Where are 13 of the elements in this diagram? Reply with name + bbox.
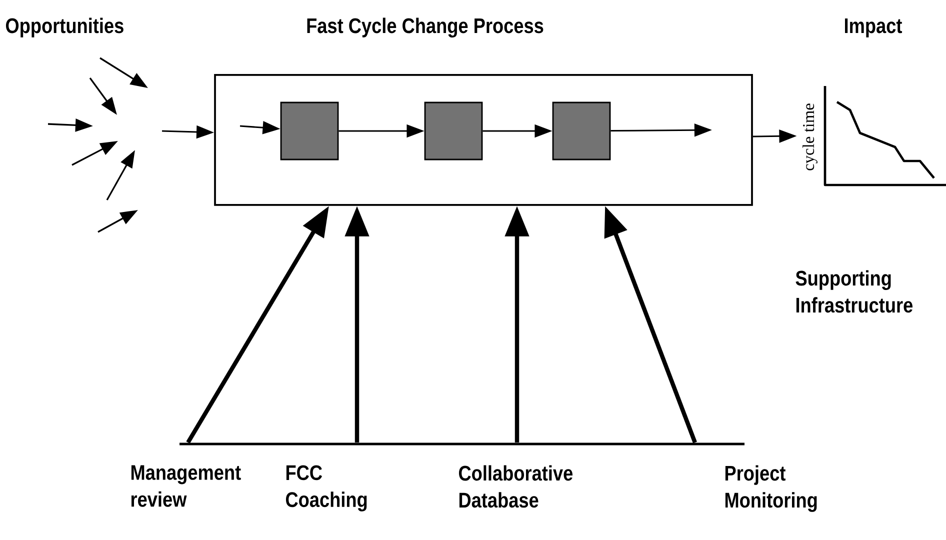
process-step-square [424,102,483,160]
platform-line [180,442,744,446]
caption-text: FCC Coaching [286,465,367,512]
box-heading: Fast Cycle Change Process [307,18,544,38]
caption-text: Collaborative Database [458,465,572,508]
axis-label: cycle time [802,104,818,170]
caption-text: Management review [131,465,241,507]
chart-title: Impact [844,18,902,38]
process-step-square [552,102,611,160]
process-step-square [280,102,339,160]
heading: Supporting Infrastructure [796,270,913,313]
caption-text: Project Monitoring [725,465,817,512]
heading: Opportunities [6,18,124,38]
